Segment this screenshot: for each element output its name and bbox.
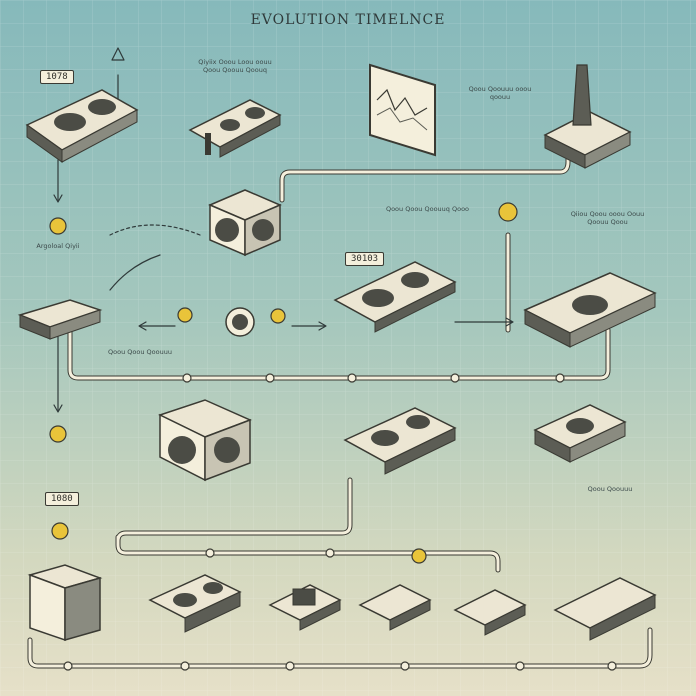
gpu-board-icon bbox=[333, 261, 457, 333]
note-2: Qiyiix Ooou Loou oouu Qoou Qoouu Qoouq bbox=[198, 58, 272, 74]
note-5: Qiiou Qoou ooou Oouu Qoouu Qoou bbox=[570, 210, 645, 226]
gpu-card-icon bbox=[25, 89, 139, 163]
modern-board-icon bbox=[553, 577, 657, 641]
server-tower-icon bbox=[27, 564, 103, 642]
note-3: Qoou Qoouuu ooou qoouu bbox=[468, 85, 532, 101]
page-title: EVOLUTION TIMELNCE bbox=[250, 12, 446, 28]
note-6: Qoou Qoou Qoouuu bbox=[108, 348, 172, 356]
cooling-unit-icon bbox=[208, 189, 282, 257]
monitor-icon bbox=[369, 63, 436, 157]
network-box-icon bbox=[17, 299, 103, 340]
memory-module-icon bbox=[453, 589, 527, 636]
year-tag-1: 1078 bbox=[40, 70, 74, 84]
dual-fan-unit-icon bbox=[158, 399, 252, 482]
tower-chip-icon bbox=[543, 64, 632, 169]
year-tag-3: 1080 bbox=[45, 492, 79, 506]
note-7: Qoou Qoouuu bbox=[587, 485, 633, 493]
gpu-rear-icon bbox=[343, 407, 457, 475]
note-4: Qoou Qoou Qoouuq Qooo bbox=[385, 205, 470, 213]
legacy-gpu-icon bbox=[148, 574, 242, 633]
year-tag-2: 30103 bbox=[345, 252, 385, 266]
chip-board-icon bbox=[358, 584, 432, 631]
note-1: Argoloal Qiyii bbox=[36, 242, 80, 250]
gpu-flat-icon bbox=[523, 272, 657, 348]
expansion-card-icon bbox=[188, 99, 282, 158]
chip-module-icon bbox=[268, 584, 342, 631]
gpu-compact-icon bbox=[533, 404, 627, 463]
